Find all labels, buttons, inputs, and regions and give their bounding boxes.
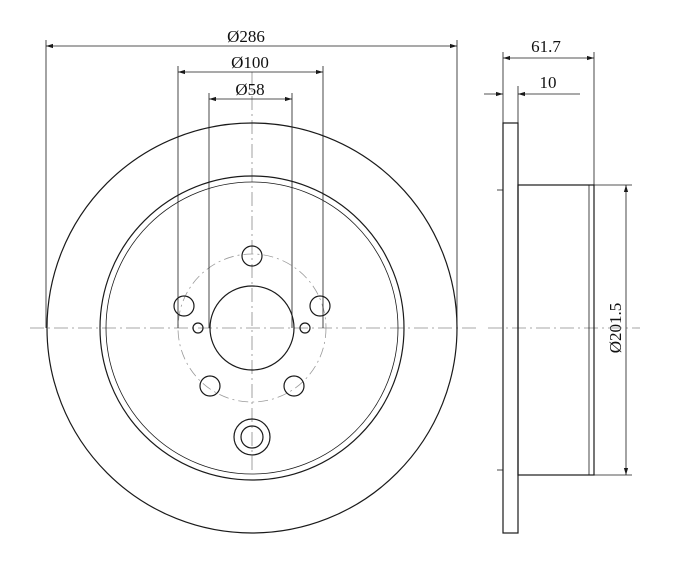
hat-outer-circle <box>99 175 405 481</box>
bolt-hole-lower-left <box>199 375 221 397</box>
balance-hole-outer <box>233 418 271 456</box>
outer-diameter-label: Ø286 <box>227 27 265 46</box>
locating-hole-right <box>299 322 311 334</box>
overall-height-label: 61.7 <box>531 37 561 56</box>
locating-hole-left <box>192 322 204 334</box>
pcd-diameter-label: Ø100 <box>231 53 269 72</box>
balance-hole-inner <box>240 425 264 449</box>
hat-diameter-label: Ø201.5 <box>606 303 625 354</box>
front-view <box>30 72 480 534</box>
hat-section-profile <box>517 184 595 476</box>
bolt-hole-upper-left <box>173 295 195 317</box>
side-view-dimensions: 61.7 10 Ø201.5 <box>484 37 632 476</box>
center-bore-circle <box>209 285 295 371</box>
center-bore-diameter-label: Ø58 <box>235 80 264 99</box>
bolt-hole-lower-right <box>283 375 305 397</box>
front-view-dimensions: Ø286 Ø100 Ø58 <box>45 27 458 328</box>
hat-inner-circle <box>105 181 399 475</box>
side-view <box>488 122 640 534</box>
disc-thickness-label: 10 <box>540 73 557 92</box>
bolt-hole-top <box>241 245 263 267</box>
pcd-circle <box>177 253 327 403</box>
bolt-hole-upper-right <box>309 295 331 317</box>
